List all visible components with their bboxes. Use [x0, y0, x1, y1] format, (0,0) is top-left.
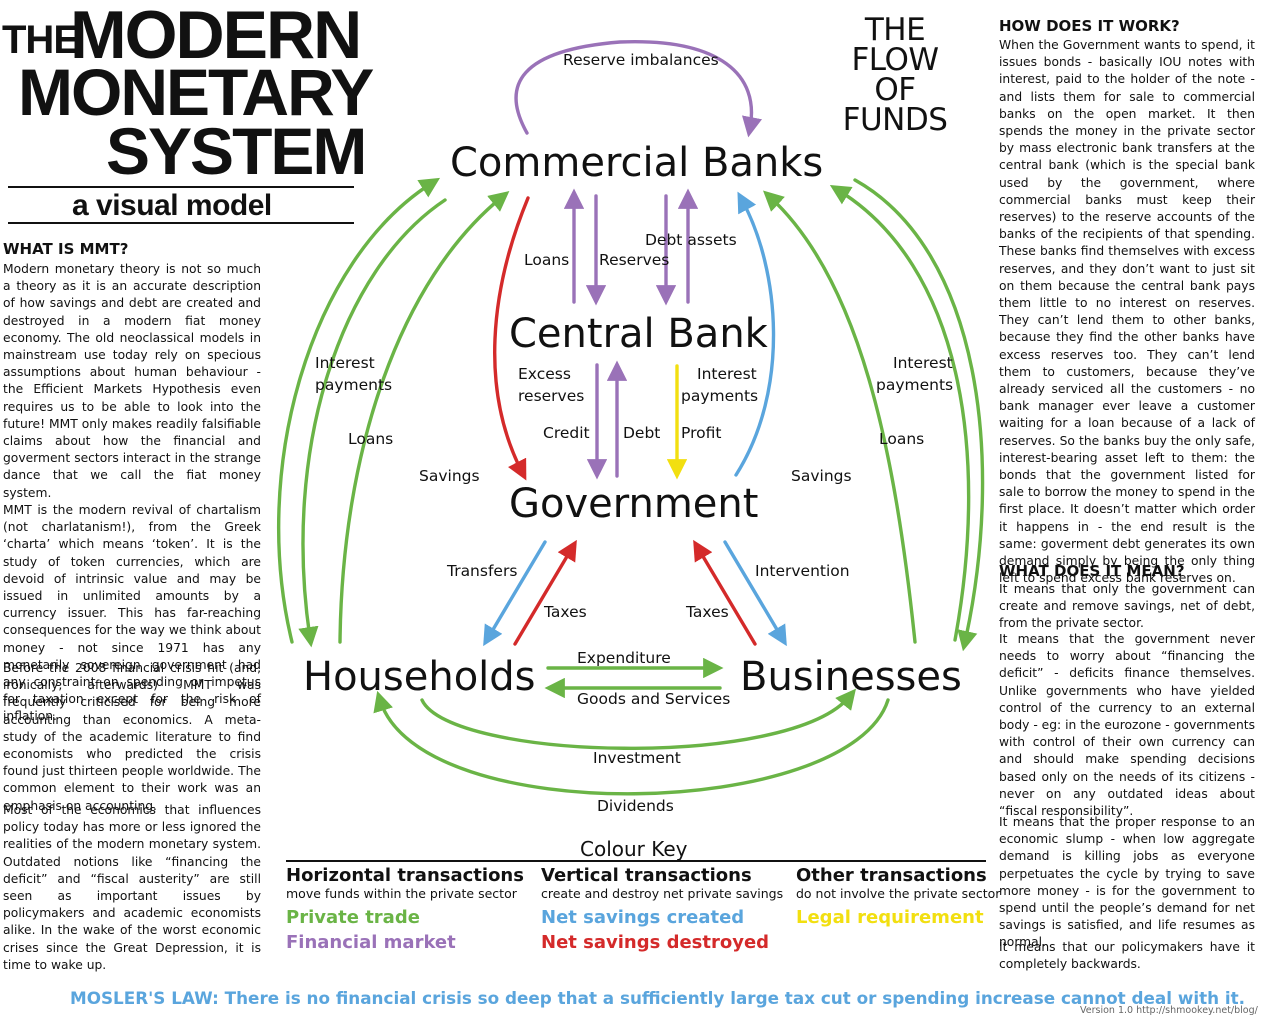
arrow-transfers	[483, 540, 547, 647]
title-monetary: MONETARY	[18, 55, 374, 129]
title-system: SYSTEM	[106, 114, 367, 188]
label-interest-payments-mid-1: Interest	[697, 365, 757, 383]
label-interest-payments-left-2: payments	[315, 376, 393, 394]
label-loans-left: Loans	[348, 430, 394, 448]
mean-paragraph-1: It means that only the government can cr…	[999, 582, 1255, 631]
left-paragraph-4: Most of the economics that influences po…	[3, 803, 261, 972]
what-is-mmt-heading: WHAT IS MMT?	[3, 240, 129, 258]
key-other-heading: Other transactions	[796, 865, 987, 886]
arrow-loans-right	[829, 185, 971, 642]
key-private-trade: Private trade	[286, 907, 420, 928]
mean-paragraph-4: It means that our policymakers have it c…	[999, 940, 1255, 972]
key-group-vertical: Vertical transactions create and destroy…	[541, 865, 783, 953]
node-businesses: Businesses	[740, 654, 962, 700]
label-interest-payments-left-1: Interest	[315, 354, 375, 372]
label-transfers: Transfers	[447, 562, 518, 580]
key-horizontal-sub: move funds within the private sector	[286, 886, 517, 901]
left-paragraph-3: Before the 2008 financial crisis hit (an…	[3, 661, 261, 813]
arrow-blue-interest	[734, 191, 776, 477]
key-legal-requirement: Legal requirement	[796, 907, 984, 928]
flow-title-line-3: OF	[874, 72, 916, 108]
title-rule-bottom	[8, 222, 354, 224]
arrow-savings-left	[338, 190, 510, 644]
key-vertical-heading: Vertical transactions	[541, 865, 752, 886]
how-paragraph-1: When the Government wants to spend, it i…	[999, 38, 1255, 586]
key-other-sub: do not involve the private sector	[796, 886, 1001, 901]
arrow-taxes-right	[693, 539, 757, 646]
subtitle: a visual model	[72, 189, 272, 222]
arrow-loans-red	[493, 196, 530, 481]
arrow-savings-right	[763, 190, 917, 644]
key-horizontal-heading: Horizontal transactions	[286, 865, 524, 886]
arrow-investment	[420, 688, 857, 750]
label-loans-right: Loans	[879, 430, 925, 448]
label-savings-right: Savings	[791, 467, 852, 485]
arrow-interest-payments-right	[853, 178, 985, 652]
version-note: Version 1.0 http://shmookey.net/blog/	[1080, 1005, 1258, 1016]
label-taxes-right: Taxes	[686, 603, 729, 621]
arrow-taxes-left	[513, 539, 577, 646]
label-savings-left: Savings	[419, 467, 480, 485]
label-goods-and-services: Goods and Services	[577, 690, 731, 708]
title-the: THE	[2, 18, 80, 62]
node-government: Government	[509, 481, 759, 527]
label-interest-payments-right-2: payments	[876, 376, 954, 394]
label-profit: Profit	[681, 424, 722, 442]
mean-paragraph-2: It means that the government never needs…	[999, 632, 1255, 819]
flow-of-funds-title: THE FLOW OF FUNDS	[836, 12, 954, 138]
arrow-loans-left	[298, 198, 447, 648]
node-households: Households	[303, 654, 536, 700]
key-net-savings-created: Net savings created	[541, 907, 745, 928]
label-investment: Investment	[593, 749, 681, 767]
flow-title-line-1: THE	[864, 12, 926, 48]
left-paragraph-1: Modern monetary theory is not so much a …	[3, 262, 261, 500]
label-expenditure: Expenditure	[577, 649, 671, 667]
node-central-bank: Central Bank	[509, 311, 768, 357]
label-loans-center: Loans	[524, 251, 570, 269]
mean-paragraph-3: It means that the proper response to an …	[999, 815, 1255, 950]
node-commercial-banks: Commercial Banks	[450, 140, 824, 186]
label-credit: Credit	[543, 424, 590, 442]
label-dividends: Dividends	[597, 797, 674, 815]
key-group-other: Other transactions do not involve the pr…	[796, 865, 1000, 928]
label-excess-reserves-1: Excess	[518, 365, 571, 383]
label-debt-assets: Debt assets	[645, 231, 737, 249]
title-rule-top	[8, 186, 354, 188]
label-debt: Debt	[623, 424, 661, 442]
key-financial-market: Financial market	[286, 932, 456, 953]
colour-key-title: Colour Key	[580, 837, 688, 861]
label-reserve-imbalances: Reserve imbalances	[563, 51, 719, 69]
label-interest-payments-right-1: Interest	[893, 354, 953, 372]
label-interest-payments-mid-2: payments	[681, 387, 759, 405]
label-taxes-left: Taxes	[544, 603, 587, 621]
flow-title-line-2: FLOW	[851, 42, 939, 78]
label-excess-reserves-2: reserves	[518, 387, 585, 405]
label-intervention: Intervention	[755, 562, 850, 580]
moslers-law: MOSLER'S LAW: There is no financial cris…	[70, 988, 1246, 1008]
arrow-dividends	[373, 690, 890, 796]
colour-key-rule	[286, 860, 986, 862]
how-does-it-work-heading: HOW DOES IT WORK?	[999, 17, 1180, 35]
key-vertical-sub: create and destroy net private savings	[541, 886, 784, 901]
label-reserves: Reserves	[599, 251, 670, 269]
what-does-it-mean-heading: WHAT DOES IT MEAN?	[999, 562, 1185, 580]
title-modern: MODERN	[70, 0, 362, 73]
key-net-savings-destroyed: Net savings destroyed	[541, 932, 770, 953]
arrow-reserve-imbalances	[514, 40, 763, 138]
key-group-horizontal: Horizontal transactions move funds withi…	[286, 865, 524, 953]
arrow-interest-payments-left	[276, 177, 441, 644]
left-paragraph-2: MMT is the modern revival of chartalism …	[3, 503, 261, 724]
flow-title-line-4: FUNDS	[842, 102, 948, 138]
arrow-intervention	[723, 540, 787, 647]
